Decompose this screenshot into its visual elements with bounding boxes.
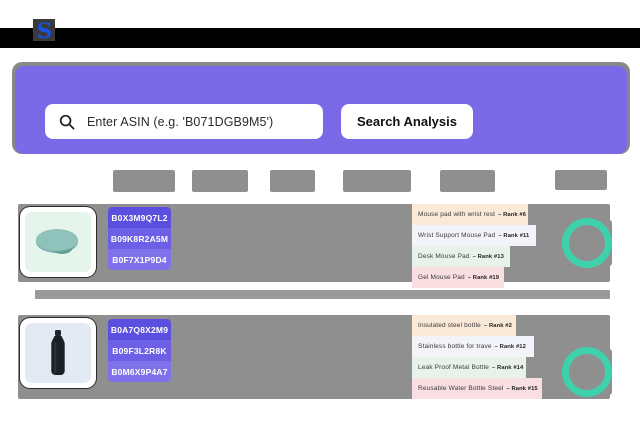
keyword-label: Reusable Water Bottle Steel [418,385,504,392]
asin-badge[interactable]: B0F7X1P9D4 [108,249,171,270]
brand-logo[interactable]: S [33,19,55,41]
visibility-score-gauge [558,343,616,401]
column-header-redacted-6 [555,170,607,190]
keyword-rank-item[interactable]: Mouse pad with wrist rest – Rank #6 [412,204,528,225]
column-header-redacted-3 [270,170,315,192]
keyword-rank: – Rank #12 [494,343,526,350]
keyword-rank-item[interactable]: Gel Mouse Pad – Rank #19 [412,267,504,288]
product-thumbnail[interactable] [20,207,96,277]
search-icon [59,114,75,129]
keyword-rank-list: Insulated steel bottle – Rank #2 Stainle… [412,315,542,399]
keyword-rank: – Rank #2 [483,322,512,329]
keyword-rank-item[interactable]: Desk Mouse Pad – Rank #13 [412,246,510,267]
keyword-rank-item[interactable]: Insulated steel bottle – Rank #2 [412,315,516,336]
asin-search-input-placeholder: Enter ASIN (e.g. 'B071DGB9M5') [87,114,274,129]
keyword-rank: – Rank #14 [492,364,524,371]
asin-badge[interactable]: B0A7Q8X2M9 [108,319,171,340]
keyword-rank: – Rank #15 [506,385,538,392]
table-row[interactable]: B0X3M9Q7L2 B09K8R2A5M B0F7X1P9D4 Mouse p… [0,202,640,299]
column-header-redacted-2 [192,170,248,192]
top-navigation-bar [0,28,640,48]
column-header-redacted-4 [343,170,411,192]
keyword-label: Leak Proof Metal Bottle [418,364,490,371]
keyword-rank: – Rank #13 [472,253,504,260]
asin-badge[interactable]: B0M6X9P4A7 [108,361,171,382]
brand-logo-glyph: S [36,17,52,43]
product-thumbnail[interactable] [20,318,96,388]
keyword-rank: – Rank #19 [467,274,500,281]
keyword-rank: – Rank #11 [498,232,530,239]
product-image-mousepad [25,212,91,272]
keyword-label: Wrist Support Mouse Pad [418,232,496,239]
gauge-ring [562,218,612,268]
asin-badge[interactable]: B09K8R2A5M [108,228,171,249]
asin-badge-stack: B0A7Q8X2M9 B09F3L2R8K B0M6X9P4A7 [108,319,171,382]
asin-badge[interactable]: B0X3M9Q7L2 [108,207,171,228]
asin-badge-stack: B0X3M9Q7L2 B09K8R2A5M B0F7X1P9D4 [108,207,171,270]
water-bottle-icon [51,330,65,375]
keyword-rank: – Rank #6 [498,211,527,218]
keyword-label: Desk Mouse Pad [418,253,470,260]
keyword-rank-item[interactable]: Reusable Water Bottle Steel – Rank #15 [412,378,542,399]
search-panel: Enter ASIN (e.g. 'B071DGB9M5') Search An… [15,66,627,154]
keyword-label: Stainless bottle for trave [418,343,492,350]
asin-badge[interactable]: B09F3L2R8K [108,340,171,361]
keyword-label: Insulated steel bottle [418,322,481,329]
column-header-redacted-1 [113,170,175,192]
keyword-rank-list: Mouse pad with wrist rest – Rank #6 Wris… [412,204,542,288]
gauge-ring [562,347,612,397]
keyword-rank-item[interactable]: Leak Proof Metal Bottle – Rank #14 [412,357,526,378]
keyword-rank-item[interactable]: Wrist Support Mouse Pad – Rank #11 [412,225,536,246]
mousepad-icon [36,229,78,254]
column-header-redacted-5 [440,170,495,192]
search-analysis-button[interactable]: Search Analysis [341,104,473,139]
keyword-label: Mouse pad with wrist rest [418,211,496,218]
keyword-label: Gel Mouse Pad [418,274,465,281]
asin-search-field[interactable]: Enter ASIN (e.g. 'B071DGB9M5') [45,104,323,139]
keyword-rank-item[interactable]: Stainless bottle for trave – Rank #12 [412,336,534,357]
visibility-score-gauge [558,214,616,272]
product-image-waterbottle [25,323,91,383]
row-divider-strip [35,290,610,299]
table-row[interactable]: B0A7Q8X2M9 B09F3L2R8K B0M6X9P4A7 Insulat… [0,313,640,408]
